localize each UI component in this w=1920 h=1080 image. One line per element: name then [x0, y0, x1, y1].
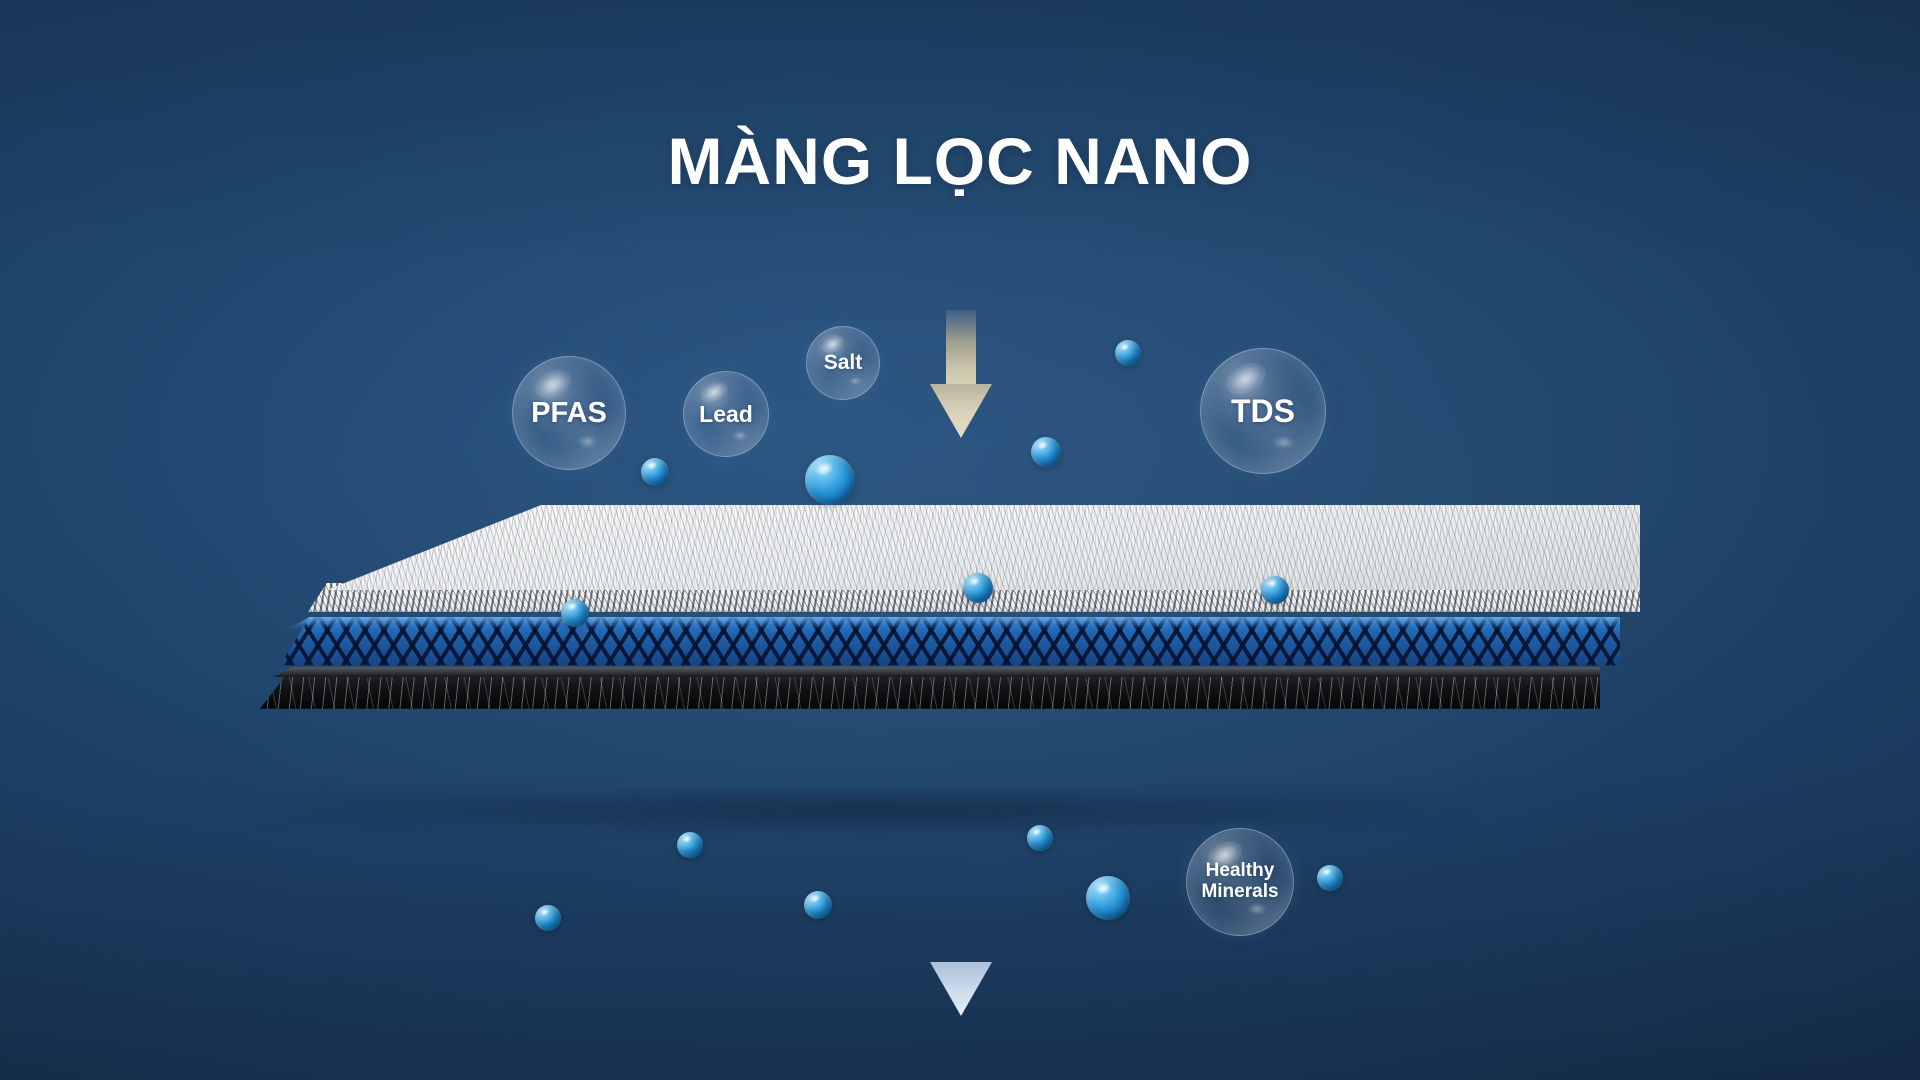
- nano-filter-membrane: [260, 505, 1640, 795]
- bubble-label: Salt: [823, 351, 863, 374]
- water-droplet: [805, 455, 855, 505]
- bubble-label-line1: Healthy: [1205, 860, 1275, 882]
- downward-arrow-top: [930, 310, 992, 438]
- contaminant-bubble-tds: TDS: [1200, 348, 1326, 474]
- carbon-base-layer-top-face: [273, 667, 1600, 677]
- bubble-label-line2: Minerals: [1201, 881, 1279, 902]
- page-title: MÀNG LỌC NANO: [667, 124, 1253, 198]
- arrow-head: [930, 384, 992, 438]
- contaminant-bubble-pfas: PFAS: [512, 356, 626, 470]
- water-droplet: [1261, 576, 1289, 604]
- water-droplet: [1317, 865, 1343, 891]
- contaminant-bubble-salt: Salt: [806, 326, 880, 400]
- contaminant-bubble-lead: Lead: [683, 371, 769, 457]
- bubble-highlight-secondary: [577, 435, 597, 448]
- bubble-highlight-secondary: [1272, 435, 1294, 450]
- arrow-shaft: [946, 888, 976, 968]
- bubble-label: TDS: [1231, 392, 1295, 429]
- water-droplet: [1031, 437, 1061, 467]
- water-droplet: [1086, 876, 1130, 920]
- water-droplet: [804, 891, 832, 919]
- water-droplet: [963, 573, 993, 603]
- downward-arrow-bottom: [930, 888, 992, 1016]
- membrane-ground-shadow: [255, 790, 1475, 830]
- bubble-highlight-secondary: [732, 430, 747, 441]
- bubble-label: Lead: [699, 400, 753, 427]
- water-droplet: [535, 905, 561, 931]
- water-droplet: [677, 832, 703, 858]
- water-droplet: [1115, 340, 1141, 366]
- arrow-head: [930, 962, 992, 1016]
- water-droplet: [641, 458, 669, 486]
- water-droplet: [561, 599, 589, 627]
- output-bubble-healthy-minerals: Healthy Minerals: [1186, 828, 1294, 936]
- bubble-highlight-secondary: [848, 377, 861, 386]
- blue-mesh-support-layer-top-face: [288, 617, 1620, 629]
- bubble-highlight-secondary: [1248, 903, 1267, 915]
- arrow-shaft: [946, 310, 976, 390]
- bubble-label: PFAS: [531, 396, 607, 429]
- water-droplet: [1027, 825, 1053, 851]
